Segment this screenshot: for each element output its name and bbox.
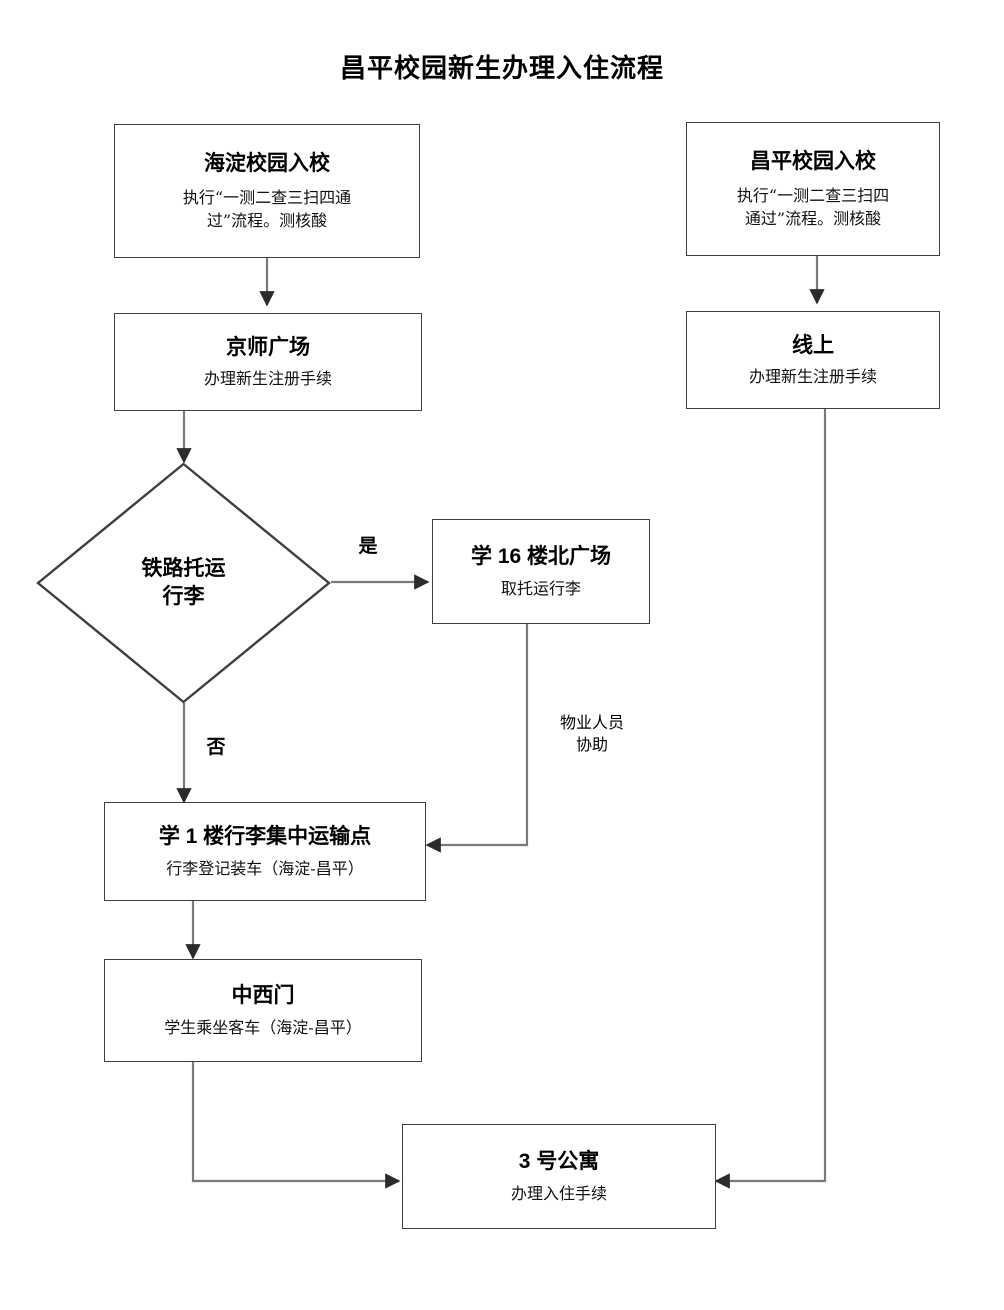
node-building1-transport[interactable]: 学 1 楼行李集中运输点 行李登记装车（海淀-昌平） [104,802,426,901]
node-title: 学 16 楼北广场 [470,545,612,569]
node-title: 铁路托运 行李 [141,556,226,608]
node-online[interactable]: 线上 办理新生注册手续 [686,311,940,409]
connector-zhongximen-to-apartment3 [191,1062,401,1189]
node-title: 京师广场 [226,335,310,359]
node-title: 线上 [792,333,834,357]
node-subtitle: 取托运行李 [500,578,581,598]
node-title: 3 号公寓 [518,1150,600,1174]
node-railway-decision[interactable]: 铁路托运 行李 [36,462,331,704]
node-changping-entry[interactable]: 昌平校园入校 执行“一测二查三扫四 通过”流程。测核酸 [686,122,940,256]
node-subtitle: 办理新生注册手续 [748,367,877,387]
edge-label-property-staff: 物业人员 协助 [559,713,624,754]
node-building16-plaza[interactable]: 学 16 楼北广场 取托运行李 [432,519,650,624]
node-zhongximen[interactable]: 中西门 学生乘坐客车（海淀-昌平） [104,959,422,1062]
page-title: 昌平校园新生办理入住流程 [339,53,664,83]
node-title: 昌平校园入校 [750,149,876,173]
node-title: 学 1 楼行李集中运输点 [158,825,372,849]
node-haidian-entry[interactable]: 海淀校园入校 执行“一测二查三扫四通 过”流程。测核酸 [114,124,420,258]
node-subtitle: 行李登记装车（海淀-昌平） [166,858,364,878]
edge-label-yes: 是 [358,536,378,557]
node-subtitle: 执行“一测二查三扫四通 过”流程。测核酸 [182,187,352,231]
node-apartment3[interactable]: 3 号公寓 办理入住手续 [402,1124,716,1229]
edge-label-no: 否 [206,737,226,758]
connector-b16-to-b1 [425,624,529,853]
node-title: 海淀校园入校 [204,151,330,175]
node-title: 中西门 [231,984,295,1008]
node-subtitle: 执行“一测二查三扫四 通过”流程。测核酸 [736,185,890,229]
node-jingshi-plaza[interactable]: 京师广场 办理新生注册手续 [114,313,422,411]
node-subtitle: 办理入住手续 [510,1183,607,1203]
connector-online-to-apartment3 [714,409,827,1189]
node-subtitle: 学生乘坐客车（海淀-昌平） [164,1017,362,1037]
diamond-shape [36,462,331,704]
node-subtitle: 办理新生注册手续 [203,369,332,389]
